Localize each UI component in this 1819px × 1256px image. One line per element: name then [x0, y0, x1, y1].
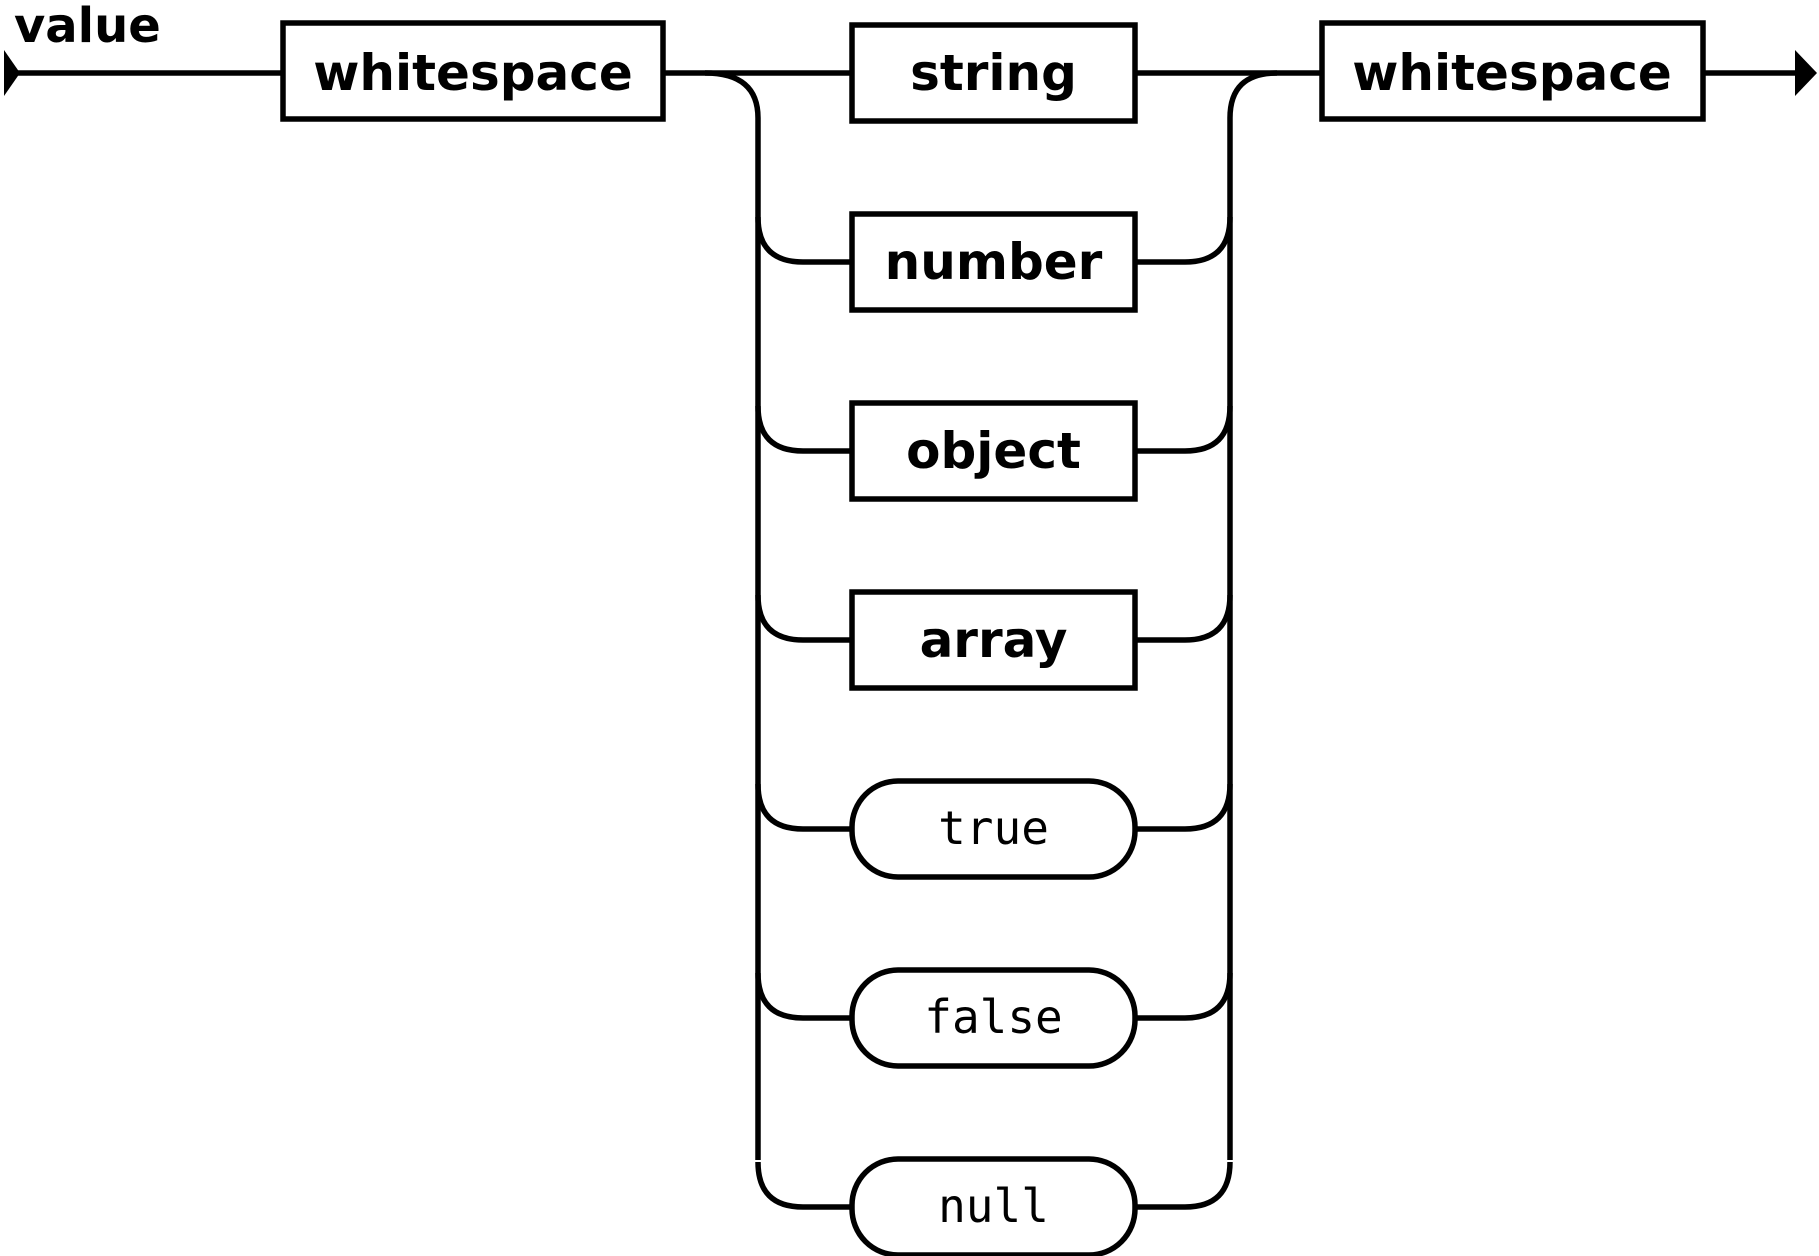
alternative-label: true [938, 801, 1049, 855]
branch-out-wire [1135, 594, 1233, 643]
nonterminal-shape [849, 400, 1138, 502]
alternative-label: false [924, 990, 1062, 1044]
trailing-whitespace-label: whitespace [1352, 44, 1672, 102]
exit-arrow-icon [1795, 50, 1817, 96]
alternative-label: string [910, 44, 1077, 102]
alternative-object: object [755, 400, 1233, 502]
alternative-label: array [920, 611, 1068, 669]
alternative-false: false [755, 967, 1233, 1069]
branch-out-wire [1135, 405, 1233, 454]
alternative-null: null [755, 1156, 1233, 1256]
diagram-title: value [14, 0, 161, 54]
alternatives-group: string number object array true false null [755, 22, 1233, 1256]
alternative-true: true [755, 778, 1233, 880]
entry-marker-icon [4, 50, 20, 96]
main-wires [10, 70, 1795, 1160]
trailing-whitespace-node: whitespace [1319, 20, 1706, 122]
alternative-string: string [849, 22, 1138, 124]
alternative-label: null [938, 1179, 1049, 1233]
branch-out-wire [1135, 972, 1233, 1021]
branch-in-wire [755, 972, 852, 1021]
alternative-label: number [885, 233, 1103, 291]
branch-out-wire [1135, 783, 1233, 832]
branch-out-wire [1135, 216, 1233, 265]
alternative-label: object [906, 422, 1081, 480]
leading-whitespace-label: whitespace [313, 44, 633, 102]
terminal-shape [849, 778, 1138, 880]
leading-whitespace-node: whitespace [280, 20, 666, 122]
branch-in-wire [755, 783, 852, 832]
nonterminal-shape [849, 589, 1138, 691]
terminal-shape [849, 967, 1138, 1069]
branch-out-wire [1135, 1161, 1233, 1210]
alternative-array: array [755, 589, 1233, 691]
branch-in-wire [755, 216, 852, 265]
branch-in-wire [755, 405, 852, 454]
nonterminal-shape [849, 22, 1138, 124]
branch-in-wire [755, 1161, 852, 1210]
branch-in-wire [755, 594, 852, 643]
alternative-number: number [755, 211, 1233, 313]
terminal-shape [849, 1156, 1138, 1256]
nonterminal-shape [849, 211, 1138, 313]
